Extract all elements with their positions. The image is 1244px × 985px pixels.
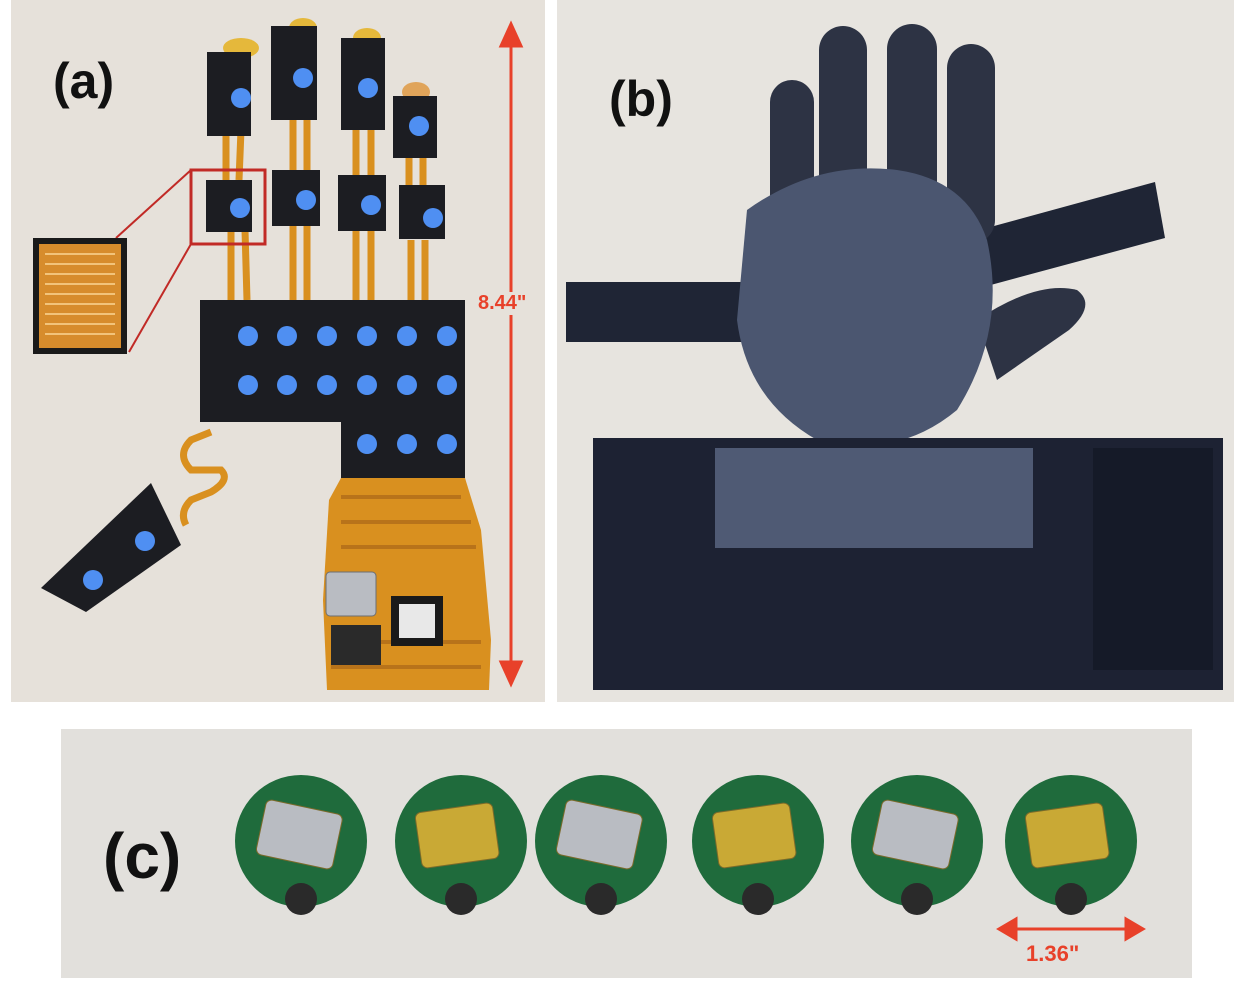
pcb-module [395,775,527,915]
sensor-dot [437,375,457,395]
vibration-motor [585,883,617,915]
sensor-dot [358,78,378,98]
thumb-sensor [41,483,181,612]
sensor-dot [361,195,381,215]
sensor-dots [83,68,457,590]
panel-a-sensor-hand: (a) 8.44" [11,0,545,702]
sensor-dot [296,190,316,210]
sensor-dot [277,326,297,346]
vibration-motor [742,883,774,915]
pcb-module [851,775,983,915]
pcb-boards [235,775,1137,915]
sensor-dot [397,375,417,395]
sensor-dot [409,116,429,136]
zoom-line [115,169,192,239]
pcb-modules-drawing [235,775,1146,942]
battery [871,799,959,870]
sensor-dot [397,434,417,454]
panel-a-label: (a) [53,53,115,109]
panel-c-label: (c) [103,820,182,892]
sensor-dot [357,375,377,395]
right-strap [972,182,1165,286]
zoom-inset-lines [45,253,115,335]
palm-fabric [737,168,993,446]
height-dimension-label: 8.44" [478,292,527,315]
sensor-dot [230,198,250,218]
width-arrow [996,916,1146,942]
sensor-dot [238,326,258,346]
battery [255,799,343,870]
sensor-dot [423,208,443,228]
sensor-dot [357,326,377,346]
sensor-dot [357,434,377,454]
pcb-module [235,775,367,915]
sensor-hand-drawing [33,18,524,690]
width-dimension-label: 1.36" [1026,941,1080,966]
wrist-fabric [715,448,1033,548]
panel-b-glove: (b) [557,0,1234,702]
panel-b-label: (b) [609,71,673,127]
sensor-dot [277,375,297,395]
vibration-motor [901,883,933,915]
velcro-patch [1093,448,1213,670]
glove-finger [947,44,995,244]
battery [555,799,643,870]
pcb-module [692,775,824,915]
sensor-dot [317,326,337,346]
sensor-dot [238,375,258,395]
sensor-dot [135,531,155,551]
battery [414,802,500,869]
battery [1024,802,1110,869]
height-arrow [498,20,524,688]
vibration-motor [445,883,477,915]
pcb-module [535,775,667,915]
sensor-dot [231,88,251,108]
battery [711,802,797,869]
glove-drawing [566,24,1223,690]
microcontroller-chip [399,604,435,638]
vibration-motor [285,883,317,915]
sensor-dot [397,326,417,346]
sensor-dot [83,570,103,590]
sensor-dot [437,326,457,346]
flex-traces [179,110,429,527]
battery [325,571,377,617]
zoom-line [128,243,192,353]
connector [331,625,381,665]
zoom-inset-trace [39,244,121,348]
sensor-dot [437,434,457,454]
zoom-box [189,168,267,246]
sensor-dot [293,68,313,88]
glove-thumb [977,288,1086,380]
pcb-module [1005,775,1137,915]
vibration-motor [1055,883,1087,915]
panel-c-pcb-modules: (c) 1.36" [61,729,1192,978]
sensor-dot [317,375,337,395]
